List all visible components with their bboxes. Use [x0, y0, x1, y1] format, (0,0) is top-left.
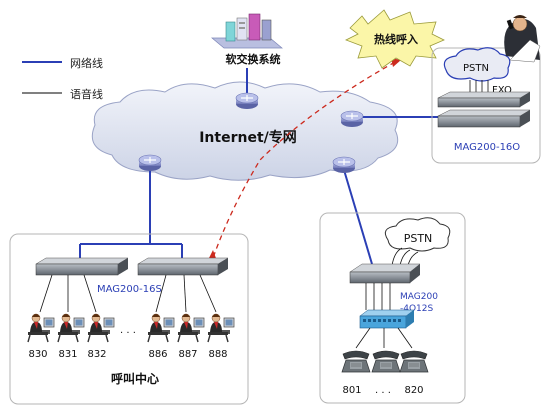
agent-label-830: 830	[28, 349, 47, 360]
device-label-bottom-right-line2: -4O12S	[400, 304, 434, 314]
phone-icon-820	[399, 350, 429, 373]
router-icon-bottom	[332, 156, 356, 174]
pstn-label-bottom: PSTN	[404, 232, 433, 245]
phone-icon-middle	[371, 350, 401, 373]
site-box-left	[9, 233, 249, 405]
legend-voice-line-label: 语音线	[70, 87, 103, 101]
site-box-bottom-right	[319, 212, 466, 404]
patch-panel	[359, 309, 415, 329]
internet-label: Internet/专网	[199, 129, 297, 146]
agent-icon-888	[207, 313, 235, 343]
device-label-top-right: MAG200-16O	[454, 142, 520, 153]
softswitch-label: 软交换系统	[226, 52, 281, 66]
agent-icon-830	[27, 313, 55, 343]
gateway-device-top-right	[437, 91, 531, 128]
phone-label-dots: . . .	[375, 385, 391, 396]
pstn-label-top: PSTN	[463, 63, 489, 74]
pstn-cloud-bottom	[384, 217, 451, 252]
agents-ellipsis: . . .	[120, 325, 136, 336]
phone-label-820: 820	[404, 385, 423, 396]
agent-label-831: 831	[58, 349, 77, 360]
voice-lines-bottom-right-pstn	[391, 247, 419, 267]
softswitch-server-icon	[211, 13, 283, 49]
agent-icon-886	[147, 313, 175, 343]
phone-label-801: 801	[342, 385, 361, 396]
fxo-label: FXO	[492, 85, 512, 96]
agent-label-832: 832	[87, 349, 106, 360]
router-icon-left	[138, 154, 162, 172]
phone-icon-801	[341, 350, 371, 373]
voice-lines-left	[39, 274, 217, 313]
call-center-title: 呼叫中心	[111, 371, 159, 386]
pstn-cloud-top	[443, 47, 511, 82]
caller-person-icon	[504, 15, 541, 63]
legend-network-line-label: 网络线	[70, 56, 103, 70]
device-label-bottom-right-line1: MAG200	[400, 292, 438, 302]
voice-lines-bottom-right-patch	[365, 283, 391, 310]
agent-icon-832	[87, 313, 115, 343]
agent-label-887: 887	[178, 349, 197, 360]
legend: 网络线 语音线	[22, 56, 103, 101]
router-icon-top	[235, 92, 259, 110]
agent-label-886: 886	[148, 349, 167, 360]
agent-icon-887	[177, 313, 205, 343]
gateway-device-left-2	[137, 257, 229, 276]
agent-icon-831	[57, 313, 85, 343]
voice-lines-to-phones	[355, 327, 413, 349]
gateway-device-left-1	[35, 257, 129, 276]
hotline-label: 热线呼入	[374, 32, 418, 46]
router-icon-right	[340, 110, 364, 128]
agent-label-888: 888	[208, 349, 227, 360]
device-label-left: MAG200-16S	[97, 284, 162, 295]
internet-cloud	[91, 81, 399, 181]
gateway-device-bottom-right	[349, 263, 421, 284]
